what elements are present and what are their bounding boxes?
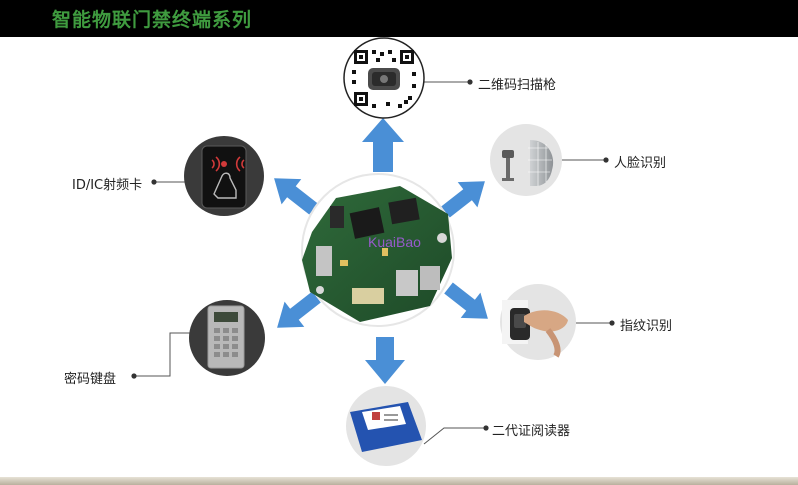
- face-recognition-icon: [502, 140, 554, 186]
- label-keypad: 密码键盘: [64, 372, 117, 387]
- header-bar: 智能物联门禁终端系列: [0, 0, 798, 37]
- fingerprint-reader-icon: [502, 300, 568, 358]
- connector-id-reader: [423, 427, 486, 445]
- id-card-reader-icon: [350, 402, 422, 452]
- node-keypad: [189, 300, 265, 376]
- label-fingerprint: 指纹识别: [620, 319, 673, 334]
- node-qr-scanner: [343, 37, 425, 119]
- arrow-lower-right: [444, 282, 488, 319]
- center-board: [301, 173, 455, 327]
- node-face: [490, 124, 562, 196]
- arrows: [274, 118, 488, 384]
- page-title: 智能物联门禁终端系列: [52, 9, 253, 31]
- arrow-lower-left: [277, 291, 321, 328]
- arrow-upper-left: [274, 178, 318, 215]
- connector-keypad: [134, 332, 190, 377]
- arrow-up: [362, 118, 404, 172]
- rfid-card-reader-icon: [201, 145, 247, 209]
- footer-strip: [0, 477, 798, 485]
- watermark-text: KuaiBao: [368, 234, 421, 250]
- connector-dots: [131, 79, 615, 431]
- qr-scanner-icon: [352, 50, 416, 108]
- label-face: 人脸识别: [614, 156, 667, 171]
- connector-rfid: [154, 168, 187, 183]
- label-id-reader: 二代证阅读器: [492, 424, 571, 439]
- node-rfid: [184, 136, 264, 216]
- label-rfid: ID/IC射频卡: [72, 178, 143, 193]
- label-qr-scanner: 二维码扫描枪: [478, 78, 557, 93]
- password-keypad-icon: [207, 305, 245, 369]
- node-id-reader: [346, 386, 426, 466]
- arrow-down: [365, 337, 405, 384]
- node-fingerprint: [500, 284, 576, 360]
- arrow-upper-right: [441, 181, 485, 218]
